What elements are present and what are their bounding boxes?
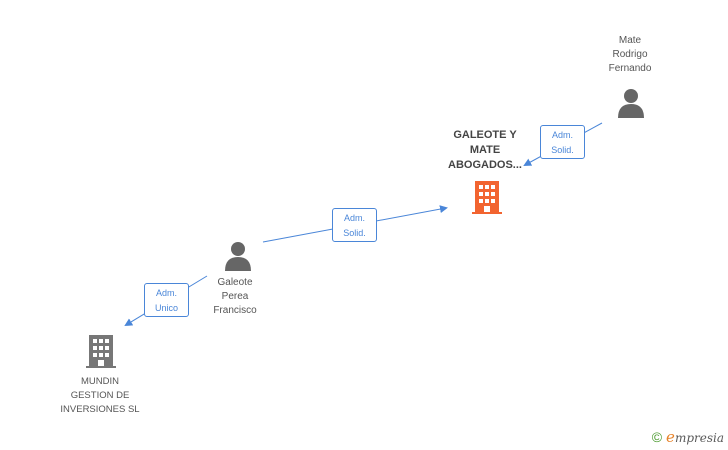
person-icon[interactable] [617,88,645,118]
node-label-mate[interactable]: Mate Rodrigo Fernando [608,35,652,74]
edge-badge-perea-to-company[interactable]: Adm. Solid. [332,208,377,242]
node-label-galeote-mate[interactable]: GALEOTE Y MATE ABOGADOS... [448,129,522,171]
brand-logo-text: mpresia [674,431,724,445]
edge-badge-perea-to-mundin[interactable]: Adm. Unico [144,283,189,317]
node-label-mundin[interactable]: MUNDIN GESTION DE INVERSIONES SL [60,376,140,415]
building-icon[interactable] [86,335,116,368]
edge-badge-mate-to-company[interactable]: Adm. Solid. [540,125,585,159]
brand-logo[interactable]: empresia [666,428,724,446]
brand-logo-e: e [666,428,675,446]
brand-footer: © empresia [652,428,724,446]
person-icon[interactable] [224,241,252,271]
copyright-symbol: © [651,429,663,445]
building-icon[interactable] [472,181,502,214]
node-label-galeote-perea[interactable]: Galeote Perea Francisco [213,277,257,316]
